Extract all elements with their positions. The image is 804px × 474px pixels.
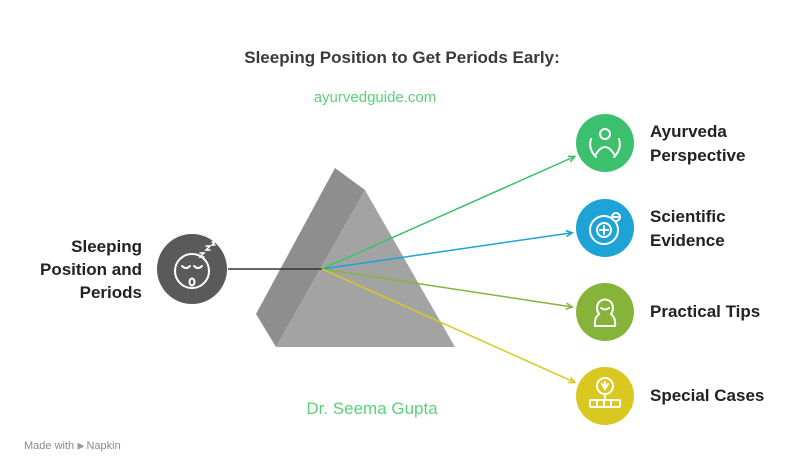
hands-person-icon [589, 128, 621, 158]
source-node [157, 234, 227, 304]
output-node-scientific [576, 199, 634, 257]
output-node-practical [576, 283, 634, 341]
output-circle [576, 283, 634, 341]
prism-back-face [256, 168, 365, 347]
target-plus-icon [589, 212, 621, 245]
source-label: Sleeping Position and Periods [40, 237, 142, 302]
ray-ayurveda-arrowhead [567, 155, 577, 163]
prism-front-face [276, 190, 455, 347]
ray-scientific-arrowhead [565, 229, 575, 238]
ray-special [321, 268, 576, 384]
output-label-ayurveda: Ayurveda Perspective [650, 122, 746, 165]
brand-text: Napkin [86, 440, 121, 452]
napkin-logo-icon: ⪢ [77, 440, 84, 452]
author-label: Dr. Seema Gupta [306, 399, 438, 418]
trophy-base-icon [589, 377, 621, 408]
output-label-scientific: Scientific Evidence [650, 207, 726, 250]
footer-credit: Made with ⪢ Napkin [24, 440, 121, 453]
sleeping-face-icon [174, 241, 217, 289]
made-with-text: Made with [24, 440, 75, 452]
output-label-practical: Practical Tips [650, 302, 761, 321]
output-node-special [576, 367, 634, 425]
ray-ayurveda [321, 155, 576, 270]
ray-scientific [321, 231, 573, 270]
output-circle [576, 114, 634, 172]
output-label-special: Special Cases [650, 386, 765, 405]
output-node-ayurveda [576, 114, 634, 172]
prism-icon [256, 168, 455, 347]
output-rays [321, 155, 577, 384]
website-label: ayurvedguide.com [313, 89, 437, 106]
ray-practical [321, 268, 573, 308]
ray-special-arrowhead [567, 376, 577, 384]
page-title: Sleeping Position to Get Periods Early: [244, 48, 560, 67]
source-circle [157, 234, 227, 304]
ray-practical-arrowhead [565, 302, 575, 310]
head-advice-icon [593, 298, 617, 327]
